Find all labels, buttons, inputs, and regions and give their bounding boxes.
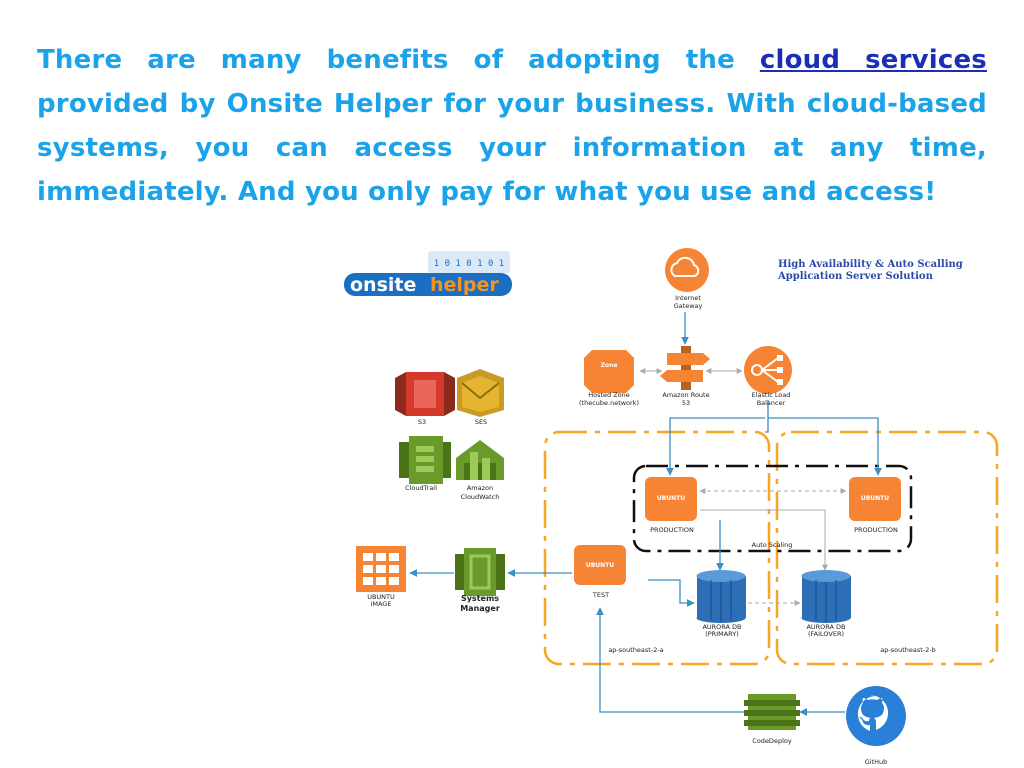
logo-helper: helper [430, 274, 499, 296]
svg-text:Balancer: Balancer [757, 399, 786, 407]
route53-node: Amazon Route 53 [660, 346, 710, 407]
svg-text:UBUNTU: UBUNTU [586, 562, 614, 569]
aurora-primary-node: AURORA DB (PRIMARY) [696, 570, 746, 638]
hosted-zone-node: Zone Hosted Zone (thecube.network) [579, 350, 639, 407]
svg-text:(PRIMARY): (PRIMARY) [705, 630, 739, 638]
zone-a-border [543, 430, 771, 666]
svg-text:PRODUCTION: PRODUCTION [650, 526, 694, 534]
svg-text:Zone: Zone [601, 362, 618, 369]
intro-paragraph: There are many benefits of adopting the … [37, 38, 987, 214]
svg-text:Amazon: Amazon [467, 484, 493, 492]
svg-text:(thecube.network): (thecube.network) [579, 399, 639, 407]
internet-gateway-node: Internet Gateway [665, 248, 709, 310]
cloud-icon [670, 256, 700, 277]
svg-text:UBUNTU: UBUNTU [861, 495, 889, 502]
onsite-helper-logo: 1 0 1 0 1 0 1 onsite helper [344, 251, 512, 296]
svg-text:Internet: Internet [675, 294, 701, 302]
svg-text:Manager: Manager [460, 604, 500, 613]
cloud-services-link[interactable]: cloud services [759, 45, 987, 75]
svg-text:Hosted Zone: Hosted Zone [588, 391, 630, 399]
ses-node: SES [457, 369, 504, 426]
image-grid-icon [363, 553, 399, 585]
svg-text:CodeDeploy: CodeDeploy [752, 737, 792, 745]
github-node: GitHub [846, 686, 906, 766]
svg-text:Elastic Load: Elastic Load [752, 391, 791, 399]
logo-binary: 1 0 1 0 1 0 1 [434, 259, 504, 269]
svg-text:PRODUCTION: PRODUCTION [854, 526, 898, 534]
diagram-title-line2: Application Server Solution [777, 271, 934, 282]
test-server-node: UBUNTU TEST [574, 545, 626, 599]
intro-text-after: provided by Onsite Helper for your busin… [37, 89, 987, 207]
zone-b-label: ap-southeast-2-b [880, 646, 935, 654]
svg-text:UBUNTU: UBUNTU [367, 593, 395, 601]
svg-text:(FAILOVER): (FAILOVER) [808, 630, 844, 638]
svg-text:CloudWatch: CloudWatch [461, 493, 500, 501]
auto-scaling-group-border [632, 464, 913, 553]
diagram-title-line1: High Availability & Auto Scalling [778, 259, 963, 270]
codedeploy-node: CodeDeploy [744, 694, 800, 745]
svg-text:IMAGE: IMAGE [370, 600, 391, 608]
ubuntu-image-node: UBUNTU IMAGE [356, 546, 406, 608]
cloudtrail-node: CloudTrail [399, 436, 451, 492]
logo-onsite: onsite [350, 274, 416, 296]
envelope-icon [462, 376, 499, 412]
svg-text:Systems: Systems [461, 594, 499, 603]
connectors [409, 312, 882, 716]
github-icon [857, 694, 889, 731]
s3-node: S3 [395, 372, 455, 426]
svg-text:AURORA DB: AURORA DB [702, 623, 741, 631]
zone-shield-icon [584, 350, 634, 393]
secondary-connectors [639, 368, 847, 606]
auto-scaling-label: Auto Scaling [752, 541, 793, 549]
svg-text:AURORA DB: AURORA DB [806, 623, 845, 631]
systems-manager-node: Systems Manager [455, 548, 505, 613]
svg-text:53: 53 [682, 399, 690, 407]
elastic-load-balancer-node: Elastic Load Balancer [744, 346, 792, 407]
zone-b-border [775, 430, 999, 666]
svg-text:UBUNTU: UBUNTU [657, 495, 685, 502]
database-icon [696, 570, 746, 582]
svg-text:TEST: TEST [592, 591, 609, 599]
svg-text:S3: S3 [418, 418, 426, 426]
svg-text:GitHub: GitHub [865, 758, 888, 766]
production-server-b-node: UBUNTU PRODUCTION [849, 477, 901, 534]
aurora-failover-node: AURORA DB (FAILOVER) [801, 570, 851, 638]
svg-text:CloudTrail: CloudTrail [405, 484, 437, 492]
svg-text:Amazon Route: Amazon Route [662, 391, 709, 399]
svg-text:SES: SES [475, 418, 487, 426]
cloudwatch-node: Amazon CloudWatch [456, 440, 504, 501]
svg-text:Gateway: Gateway [674, 302, 703, 310]
signpost-icon [667, 353, 710, 365]
zone-a-label: ap-southeast-2-a [608, 646, 663, 654]
database-icon [801, 570, 851, 582]
production-server-a-node: UBUNTU PRODUCTION [645, 477, 697, 534]
intro-text-before: There are many benefits of adopting the [37, 45, 760, 75]
